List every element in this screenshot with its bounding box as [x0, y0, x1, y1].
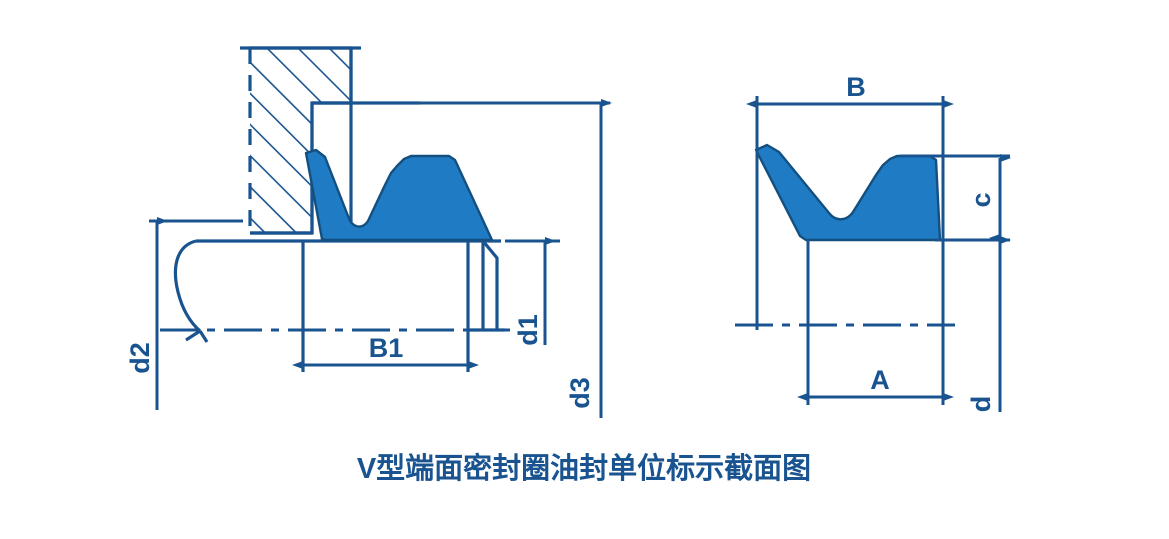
housing-section	[240, 46, 420, 241]
dimension-d2: d2	[125, 217, 243, 410]
housing-hatch-fill	[250, 48, 351, 233]
seal-profile-installed	[304, 148, 494, 242]
dimension-label-d3: d3	[565, 377, 595, 409]
dimension-label-c: c	[966, 192, 996, 207]
dimension-label-d1: d1	[513, 314, 543, 346]
dimension-c: c	[966, 154, 1011, 242]
dimension-A: A	[797, 365, 954, 401]
dimension-label-A: A	[870, 365, 890, 395]
seal-profile-free	[754, 143, 942, 242]
shaft-step-chamfer	[481, 239, 499, 330]
dimension-d1: d1	[505, 237, 560, 346]
dimension-B1: B1	[292, 333, 479, 369]
dimension-label-d: d	[966, 396, 996, 413]
dimension-label-B: B	[846, 72, 866, 102]
dimension-B: B	[746, 72, 954, 108]
left-installed-view: d2 B1 d1 d3	[125, 46, 612, 418]
dimension-label-B1: B1	[369, 333, 404, 363]
dimension-label-d2: d2	[125, 342, 155, 374]
shaft-rounded-end	[173, 239, 202, 333]
diagram-caption: V型端面密封圈油封单位标示截面图	[357, 451, 811, 485]
dimension-d3: d3	[420, 99, 612, 418]
seal-free-body-shape	[754, 143, 942, 242]
shaft-end-chamfer	[185, 329, 209, 343]
right-free-profile-view: B A c d	[735, 72, 1011, 413]
dimension-d: d	[966, 236, 1011, 413]
seal-body-shape	[304, 148, 494, 242]
